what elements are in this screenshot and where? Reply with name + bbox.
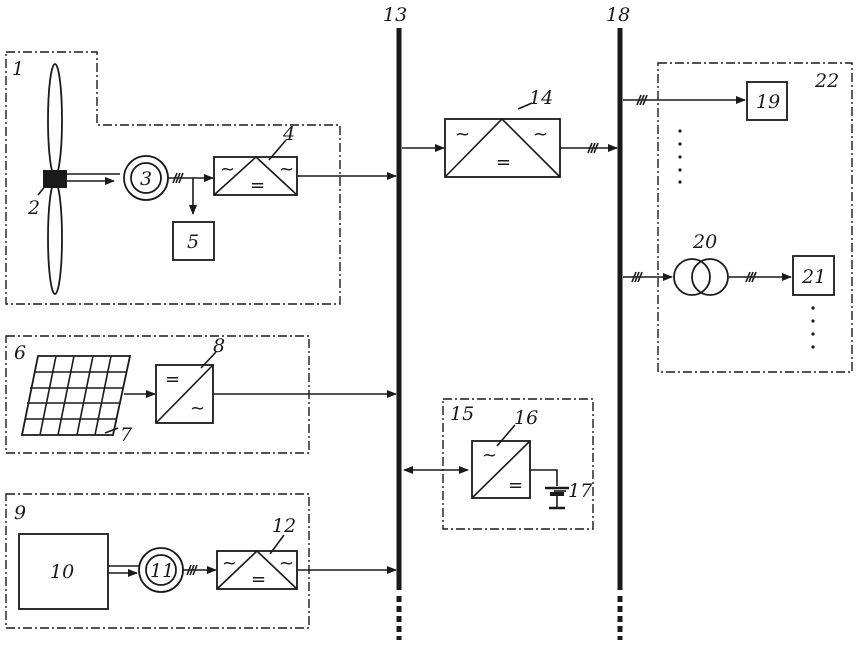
- svg-text:=: =: [496, 152, 511, 173]
- svg-text:~: ~: [279, 553, 294, 574]
- converter-12-ac-dc-ac: ~ = ~: [216, 549, 298, 590]
- svg-text:=: =: [251, 569, 266, 590]
- label-4: 4: [282, 123, 295, 145]
- label-18: 18: [606, 4, 630, 26]
- svg-text:=: =: [250, 175, 265, 196]
- load-21-box: [792, 255, 835, 296]
- label-22: 22: [814, 70, 839, 92]
- svg-text:~: ~: [279, 159, 294, 180]
- label-6: 6: [14, 342, 26, 364]
- label-1: 1: [12, 58, 24, 80]
- group-frame-loads: [657, 62, 853, 373]
- wind-turbine-icon: [43, 63, 67, 295]
- group-frame-storage: [442, 398, 594, 530]
- three-phase-tick: [636, 94, 648, 106]
- continuation-dots-vertical: [811, 306, 815, 349]
- three-phase-tick: [745, 271, 757, 283]
- group-frame-wind: [5, 51, 341, 305]
- load-19-box: [746, 81, 788, 121]
- generator-3-icon: [123, 155, 169, 201]
- label-8: 8: [213, 335, 225, 357]
- label-19: 19: [756, 91, 780, 113]
- svg-text:~: ~: [220, 159, 235, 180]
- continuation-dots-vertical: [678, 129, 682, 184]
- label-5: 5: [187, 231, 199, 253]
- label-12: 12: [272, 515, 296, 537]
- label-2: 2: [27, 197, 40, 219]
- label-17: 17: [568, 480, 593, 502]
- battery-17-icon: [545, 486, 569, 510]
- three-phase-tick: [631, 271, 643, 283]
- three-phase-tick: [587, 142, 599, 154]
- label-9: 9: [14, 502, 26, 524]
- svg-text:~: ~: [222, 553, 237, 574]
- box-5-load: [172, 221, 215, 261]
- label-10: 10: [50, 561, 74, 583]
- group-frame-generator: [5, 493, 310, 629]
- svg-text:~: ~: [482, 445, 497, 466]
- converter-16-ac-dc: ~ =: [471, 440, 531, 499]
- label-21: 21: [801, 266, 826, 288]
- svg-text:~: ~: [533, 124, 548, 145]
- engine-10-box: [18, 533, 109, 610]
- converter-14-ac-dc-ac: ~ = ~: [444, 117, 561, 178]
- label-14: 14: [529, 87, 553, 109]
- transformer-20-icon: [673, 258, 729, 296]
- label-11: 11: [150, 560, 174, 582]
- svg-text:~: ~: [455, 124, 470, 145]
- converter-4-ac-dc-ac: ~ = ~: [213, 155, 298, 196]
- converter-8-dc-ac: = ~: [155, 364, 214, 424]
- three-phase-tick: [172, 172, 184, 184]
- svg-text:=: =: [165, 369, 180, 390]
- label-3: 3: [140, 168, 152, 190]
- turbine-hub: [43, 170, 67, 188]
- solar-panel-icon: [20, 355, 132, 436]
- label-16: 16: [514, 407, 538, 429]
- svg-text:=: =: [508, 475, 523, 496]
- svg-text:~: ~: [190, 398, 205, 419]
- label-15: 15: [450, 403, 474, 425]
- label-7: 7: [120, 424, 133, 446]
- generator-11-icon: [138, 547, 184, 593]
- three-phase-tick: [186, 564, 198, 576]
- label-20: 20: [692, 231, 717, 253]
- label-13: 13: [383, 4, 407, 26]
